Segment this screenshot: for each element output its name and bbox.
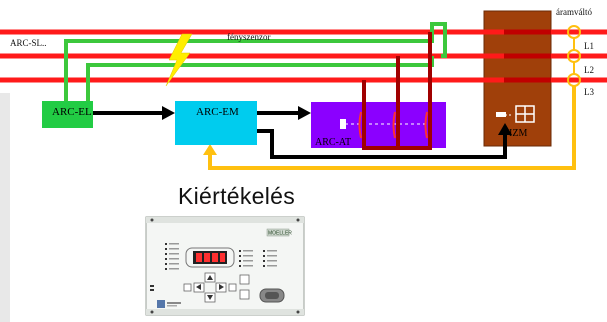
contact-mark-2 [392,111,396,139]
left-gray-strip [0,93,10,322]
arc-em-box [175,101,257,145]
arc-el-label: ARC-EL [52,106,92,118]
contact-mark-1 [358,111,362,139]
arc-at-label: ARC-AT [315,137,352,148]
l2-label: L2 [584,65,594,75]
aramvalto-label: áramváltó [556,7,592,17]
signal-em-to-izm [257,129,507,159]
izm-label: IZM [509,128,528,139]
signal-em-to-at-arrow [298,106,311,120]
arc-em-label: ARC-EM [196,106,239,118]
arc-at-indicator [340,119,346,129]
signal-el-to-em-arrow [162,106,175,120]
izm-contact [496,112,506,117]
relay-device: MOELLER [145,216,305,316]
arc-at-box [311,102,446,148]
feedback-line [208,86,576,170]
signal-em-to-izm-arrow [498,123,512,135]
feedback-arrowhead [203,144,217,155]
sensor-fiber-outer [64,22,447,101]
device-brand: MOELLER [268,231,292,237]
contact-mark-3 [424,111,428,139]
l1-label: L1 [584,41,594,51]
l3-label: L3 [584,87,594,97]
fenyszenzor-label: fényszenzor [227,32,271,42]
arc-sl-label: ARC-SL.. [10,38,47,48]
arc-el-box [42,101,93,128]
evaluation-title: Kiértékelés [178,183,296,209]
lightning-icon [165,33,193,87]
